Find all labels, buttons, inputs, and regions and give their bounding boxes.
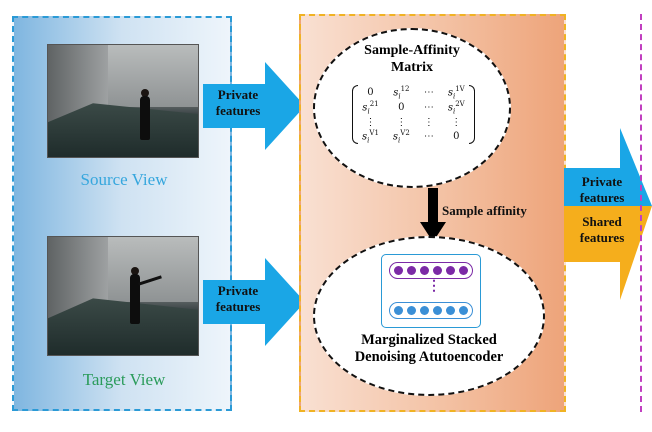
- source-view-image: [47, 44, 199, 158]
- source-view-caption: Source View: [80, 170, 168, 189]
- right-divider: [640, 14, 642, 412]
- matrix-cell: 0: [398, 102, 405, 114]
- msda-bottom-node: [407, 306, 416, 315]
- msda-bottom-node: [446, 306, 455, 315]
- matrix-cell: siV2: [392, 128, 410, 144]
- sample-affinity-label: Sample affinity: [442, 203, 527, 218]
- matrix-cell: ⋮: [365, 116, 376, 128]
- matrix-cell: si2V: [447, 100, 465, 116]
- sample-affinity-arrow: [420, 188, 446, 242]
- matrix-cell: ⋮: [451, 116, 462, 128]
- private-features-arrow-top: [203, 62, 305, 150]
- matrix-cell: ⋯: [423, 87, 434, 99]
- matrix-cell: siV1: [362, 128, 379, 144]
- input-views-panel: Source View Target View: [12, 16, 232, 411]
- matrix-cell: ⋮: [423, 116, 434, 128]
- msda-top-layer: [389, 262, 473, 279]
- msda-diagram: [381, 254, 481, 328]
- msda-bottom-node: [459, 306, 468, 315]
- msda-bottom-node: [433, 306, 442, 315]
- matrix-cell: si1V: [447, 85, 465, 101]
- msda-bottom-node: [394, 306, 403, 315]
- matrix-cell: 0: [453, 130, 460, 142]
- matrix-cell: 0: [367, 87, 374, 99]
- matrix-cell: si12: [393, 85, 410, 101]
- output-arrow: [564, 128, 652, 300]
- private-features-arrow-bottom: [203, 258, 305, 346]
- msda-bottom-node: [420, 306, 429, 315]
- msda-top-node: [433, 266, 442, 275]
- matrix-cell: si21: [362, 100, 379, 116]
- target-view-caption: Target View: [82, 370, 166, 389]
- msda-top-node: [446, 266, 455, 275]
- msda-top-node: [394, 266, 403, 275]
- target-view-image: [47, 236, 199, 356]
- msda-top-node: [459, 266, 468, 275]
- msda-top-node: [420, 266, 429, 275]
- msda-bottom-layer: [389, 302, 473, 319]
- msda-top-node: [407, 266, 416, 275]
- matrix-cell: ⋮: [396, 116, 407, 128]
- matrix-cell: ⋯: [423, 130, 434, 142]
- msda-dots: ⋮: [427, 279, 441, 294]
- matrix-cell: ⋯: [423, 102, 434, 114]
